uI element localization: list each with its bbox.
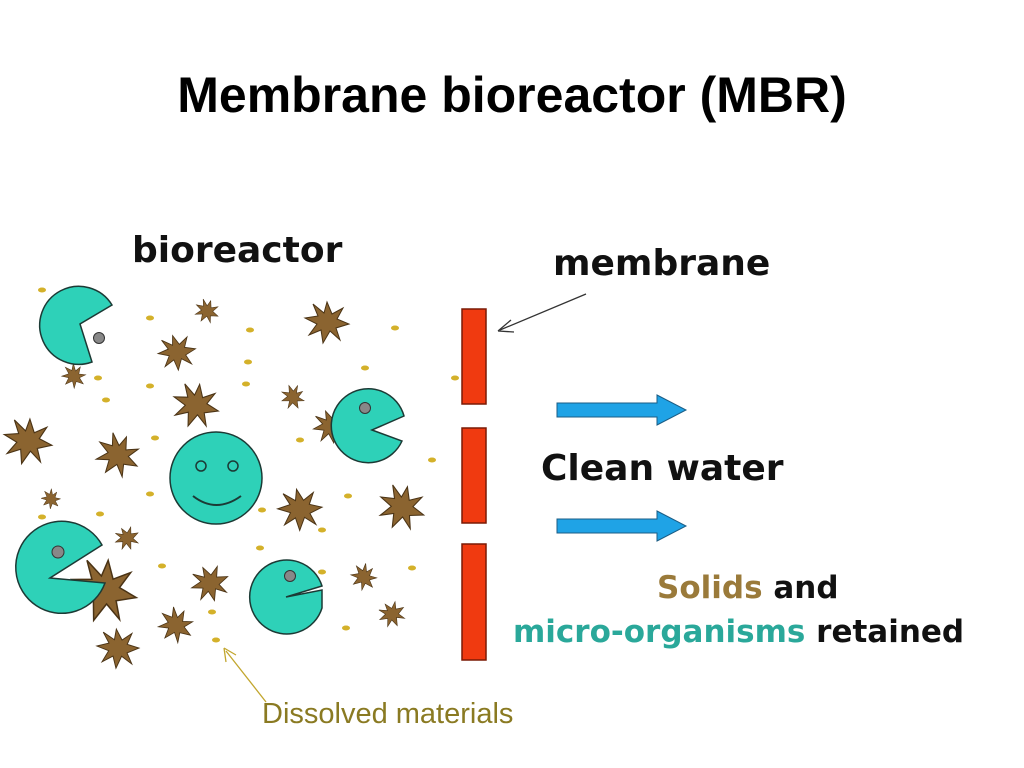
microorganism-3 <box>15 520 107 615</box>
retained-word: retained <box>816 614 965 650</box>
microorganism-4 <box>248 559 323 635</box>
dissolved-particles <box>38 287 459 643</box>
and-word: and <box>773 570 839 606</box>
dissolved-pointer <box>223 647 267 703</box>
bioreactor-label: bioreactor <box>132 230 343 271</box>
membrane-label: membrane <box>553 243 771 284</box>
microorganism-smiling <box>169 431 263 525</box>
clean-water-arrow-bottom <box>556 510 688 542</box>
membrane-pointer <box>497 293 587 333</box>
solids-line: Solids and <box>657 570 839 606</box>
slide-title: Membrane bioreactor (MBR) <box>177 67 847 123</box>
clean-water-arrow-top <box>556 394 688 426</box>
solids-word: Solids <box>657 570 763 606</box>
retained-line: micro-organisms retained <box>513 614 964 650</box>
micro-organisms-word: micro-organisms <box>513 614 806 650</box>
microorganism-1 <box>39 285 114 366</box>
membrane-wall <box>461 308 487 661</box>
dissolved-materials-label: Dissolved materials <box>262 698 514 730</box>
microorganism-2 <box>330 388 405 464</box>
clean-water-label: Clean water <box>541 448 784 489</box>
